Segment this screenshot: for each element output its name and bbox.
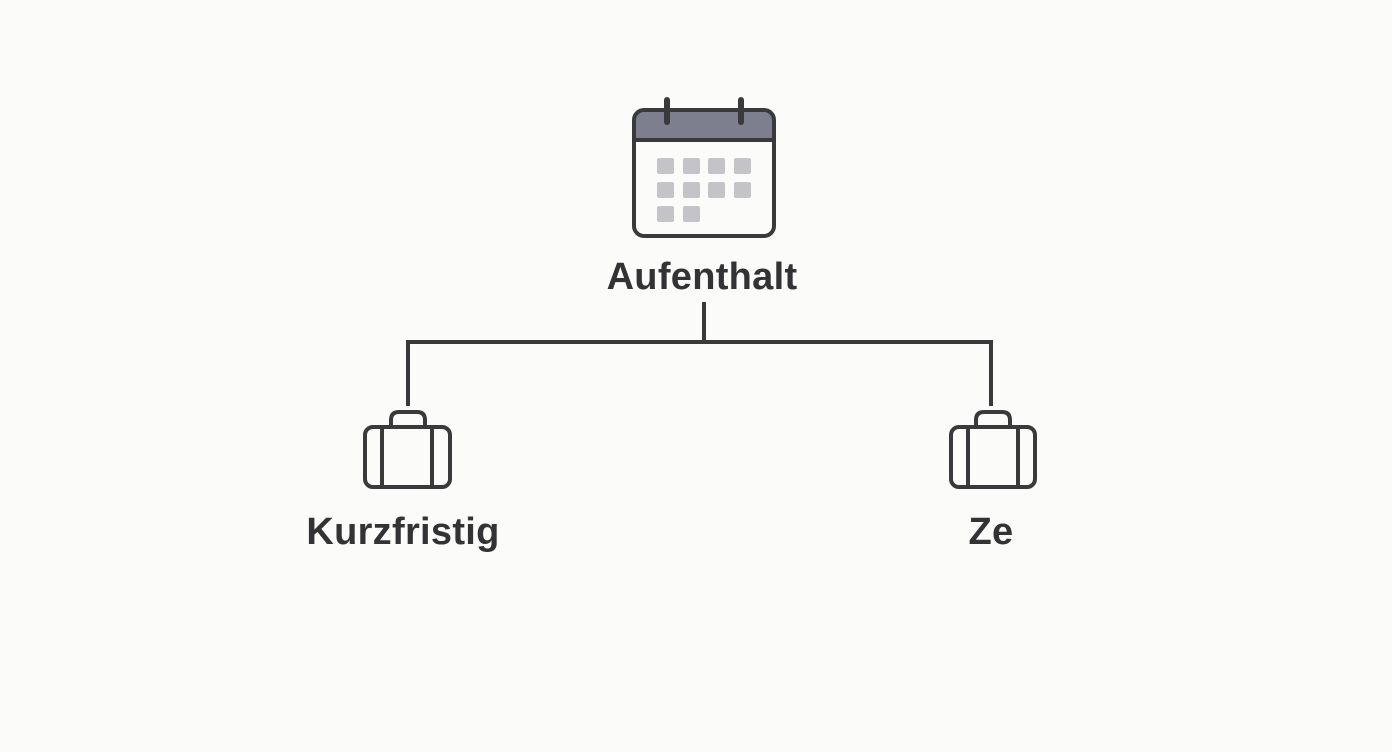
child-node-label-ze: Ze xyxy=(968,511,1014,553)
tree-connectors xyxy=(406,302,993,406)
child-node-label-kurzfristig: Kurzfristig xyxy=(306,511,500,553)
root-node-label: Aufenthalt xyxy=(606,256,798,298)
briefcase-icon xyxy=(363,410,452,489)
calendar-icon xyxy=(632,97,776,238)
briefcase-icon xyxy=(949,410,1037,489)
